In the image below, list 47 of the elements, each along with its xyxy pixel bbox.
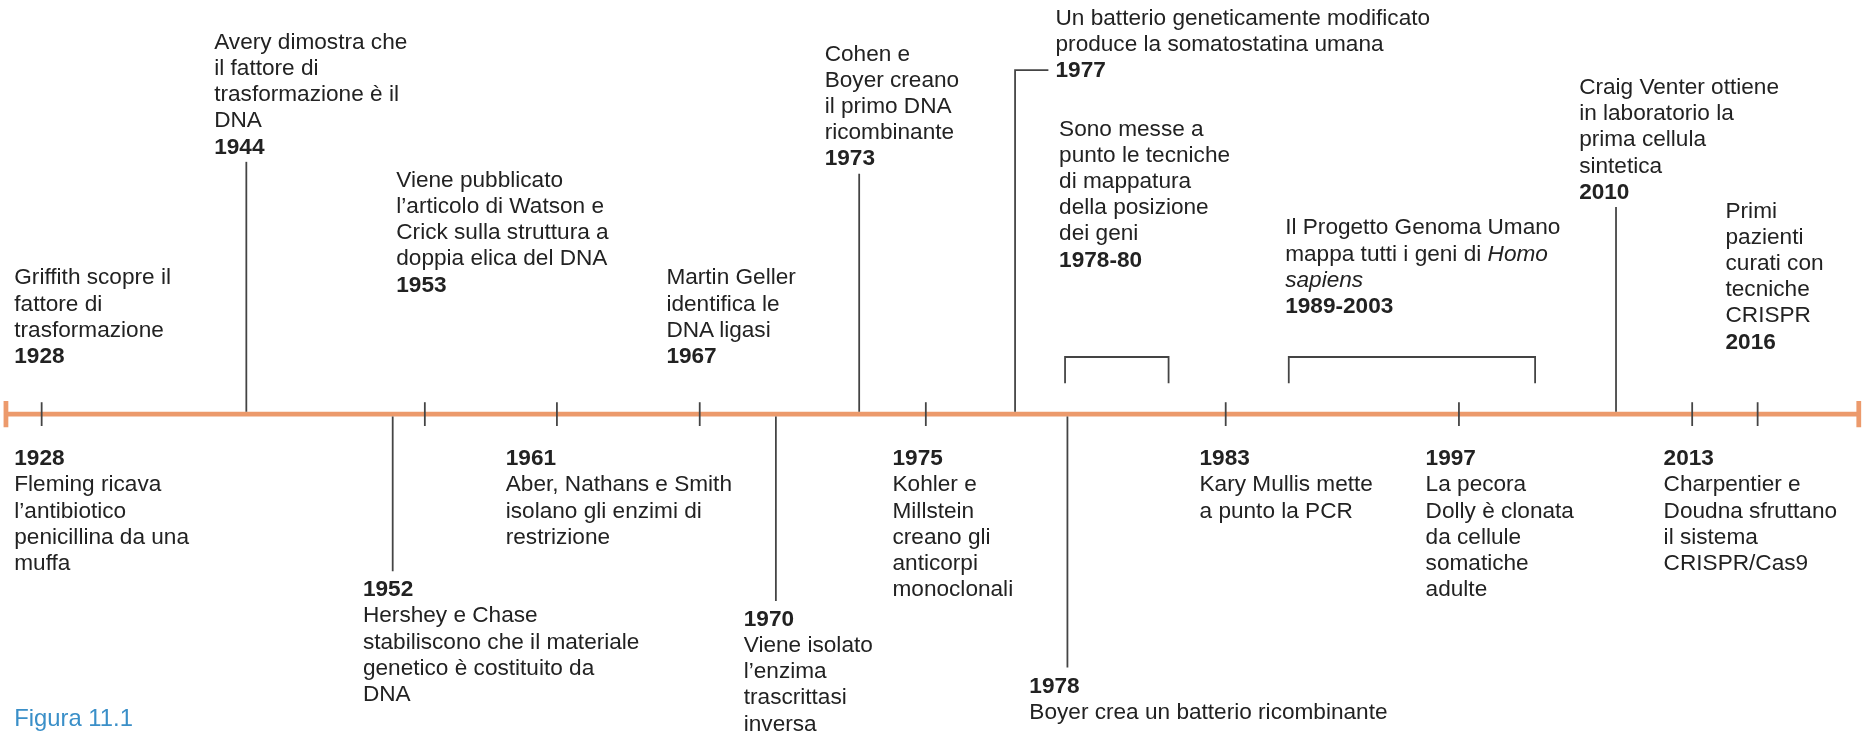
event-text: Fleming ricava l’antibiotico penicillina da una muffa [14, 471, 190, 576]
event-text: Martin Geller identifica le DNA ligasi [666, 264, 797, 343]
year-label: 1983 [1199, 445, 1251, 472]
event-text: Hershey e Chase stabiliscono che il materiale genetico è costituito da DNA [362, 602, 641, 707]
event-text: Charpentier e Doudna sfruttano il sistema CRISPR/Cas9 [1663, 471, 1839, 576]
event-text: Il Progetto Genoma Umano mappa tutti i geni di Homo sapiens [1285, 214, 1562, 293]
leader-line [1615, 206, 1617, 413]
year-label: 1997 [1425, 445, 1477, 472]
figure-caption: Figura 11.1 [14, 704, 133, 732]
year-label: 1953 [396, 271, 448, 298]
year-label: 1967 [666, 342, 718, 369]
event-text: Aber, Nathans e Smith isolano gli enzimi di restrizione [505, 471, 733, 550]
leader-line [1014, 69, 1050, 413]
leader-line [245, 160, 248, 413]
leader-line [858, 172, 861, 413]
event-text: La pecora Dolly è clonata da cellule somatiche adulte [1425, 471, 1575, 603]
year-label: 2010 [1579, 178, 1631, 205]
year-label: 1928 [14, 342, 66, 369]
event-text: Avery dimostra che il fattore di trasformazione è il DNA [214, 28, 409, 134]
leader-line [775, 415, 777, 602]
event-text: Viene isolato l’enzima trascrittasi inversa [743, 631, 874, 735]
event-text: Primi pazienti curati con tecniche CRISPR [1725, 197, 1825, 329]
event-text: Kohler e Millstein creano gli anticorpi monoclonali [892, 471, 1012, 603]
event-text: Cohen e Boyer creano il primo DNA ricombinante [824, 40, 961, 146]
year-label: 1975 [892, 445, 944, 472]
event-text: Craig Venter ottiene in laboratorio la prima cellula sintetica [1579, 73, 1780, 179]
event-text: Kary Mullis mette a punto la PCR [1199, 471, 1374, 524]
leader-line [391, 415, 394, 573]
year-label: 1952 [362, 575, 415, 603]
year-label: 1944 [214, 133, 266, 160]
year-label: 1977 [1055, 57, 1107, 84]
event-text: Sono messe a punto le tecniche di mappatura della posizione dei geni [1059, 115, 1232, 247]
leader-line [1066, 415, 1069, 669]
timeline-axis [3, 398, 1862, 430]
year-label: 1989-2003 [1285, 292, 1395, 319]
year-label: 1973 [824, 145, 876, 172]
year-label: 1978 [1029, 672, 1081, 699]
event-text: Boyer crea un batterio ricombinante [1029, 698, 1389, 725]
year-label: 1961 [505, 445, 558, 472]
year-label: 2013 [1663, 445, 1715, 472]
year-label: 1928 [14, 445, 66, 472]
year-label: 1978-80 [1059, 246, 1144, 273]
year-label: 2016 [1725, 328, 1777, 355]
event-text: Un batterio geneticamente modificato produce la somatostatina umana [1055, 4, 1432, 58]
year-label: 1970 [743, 605, 796, 632]
event-text: Griffith scopre il fattore di trasformazione [14, 264, 172, 343]
event-text: Viene pubblicato l’articolo di Watson e Crick sulla struttura a doppia elica del DNA [396, 166, 610, 272]
